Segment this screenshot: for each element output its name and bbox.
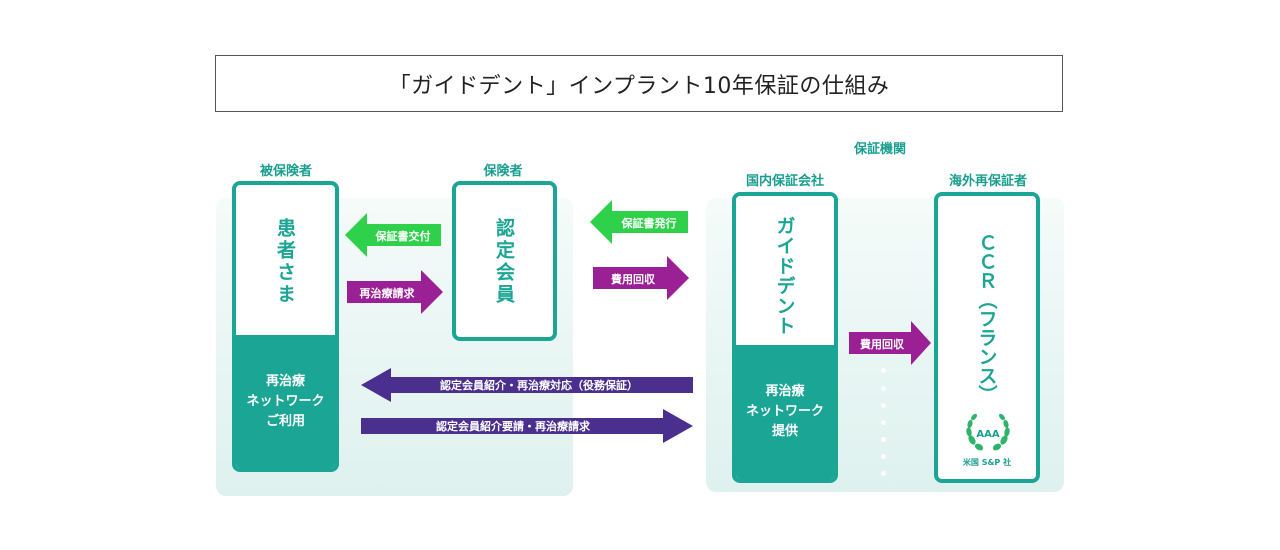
diagram-title: 「ガイドデント」インプラント10年保証の仕組み <box>215 55 1063 112</box>
guidedent-title: ガイドデント <box>773 216 796 336</box>
arrow-retreat-claim: 再治療請求 <box>347 270 443 314</box>
guidedent-card: ガイドデント 再治療 ネットワーク 提供 <box>732 192 838 483</box>
laurel-badge-icon: AAA <box>966 413 1010 451</box>
patient-card: 患者さま 再治療 ネットワーク ご利用 <box>232 181 339 472</box>
ccr-card: ＣＣＲ（フランス） AAA 米国 S&P 社 <box>934 192 1040 483</box>
connector-dot <box>881 386 886 391</box>
arrow-referral-request: 認定会員紹介要請・再治療請求 <box>361 409 693 443</box>
connector-dot <box>881 368 886 373</box>
connector-dot <box>881 471 886 476</box>
arrow-cert-issue: 保証書発行 <box>590 200 688 244</box>
arrow-referral: 認定会員紹介・再治療対応（役務保証） <box>361 368 693 402</box>
arrow-cert-issue-label: 保証書発行 <box>621 216 677 230</box>
patient-network-footer: 再治療 ネットワーク ご利用 <box>236 335 335 468</box>
arrow-cost-recovery-2-label: 費用回収 <box>859 337 905 351</box>
arrow-cert-delivery-label: 保証書交付 <box>375 229 431 243</box>
arrow-cost-recovery-1: 費用回収 <box>593 256 689 300</box>
label-domestic: 国内保証会社 <box>745 174 824 189</box>
label-overseas: 海外再保証者 <box>948 174 1027 189</box>
label-insurer: 保険者 <box>483 164 523 179</box>
arrow-cost-recovery-1-label: 費用回収 <box>610 272 656 286</box>
patient-title: 患者さま <box>274 218 296 306</box>
label-guarantor: 保証機関 <box>853 142 906 157</box>
connector-dot <box>881 437 886 442</box>
member-card: 認定会員 <box>452 181 557 341</box>
guidedent-network-footer: 再治療 ネットワーク 提供 <box>736 345 834 479</box>
connector-dot <box>881 420 886 425</box>
connector-dot <box>881 403 886 408</box>
arrow-referral-request-label: 認定会員紹介要請・再治療請求 <box>436 419 591 433</box>
connector-dot <box>881 454 886 459</box>
arrow-cost-recovery-2: 費用回収 <box>849 321 931 365</box>
badge-rating: AAA <box>976 429 999 440</box>
member-title: 認定会員 <box>493 218 515 306</box>
arrow-cert-delivery: 保証書交付 <box>345 213 441 257</box>
label-insured: 被保険者 <box>259 164 312 179</box>
arrow-referral-label: 認定会員紹介・再治療対応（役務保証） <box>440 378 638 392</box>
badge-caption: 米国 S&P 社 <box>962 458 1012 467</box>
ccr-title: ＣＣＲ（フランス） <box>975 232 998 404</box>
arrow-retreat-claim-label: 再治療請求 <box>360 286 416 300</box>
